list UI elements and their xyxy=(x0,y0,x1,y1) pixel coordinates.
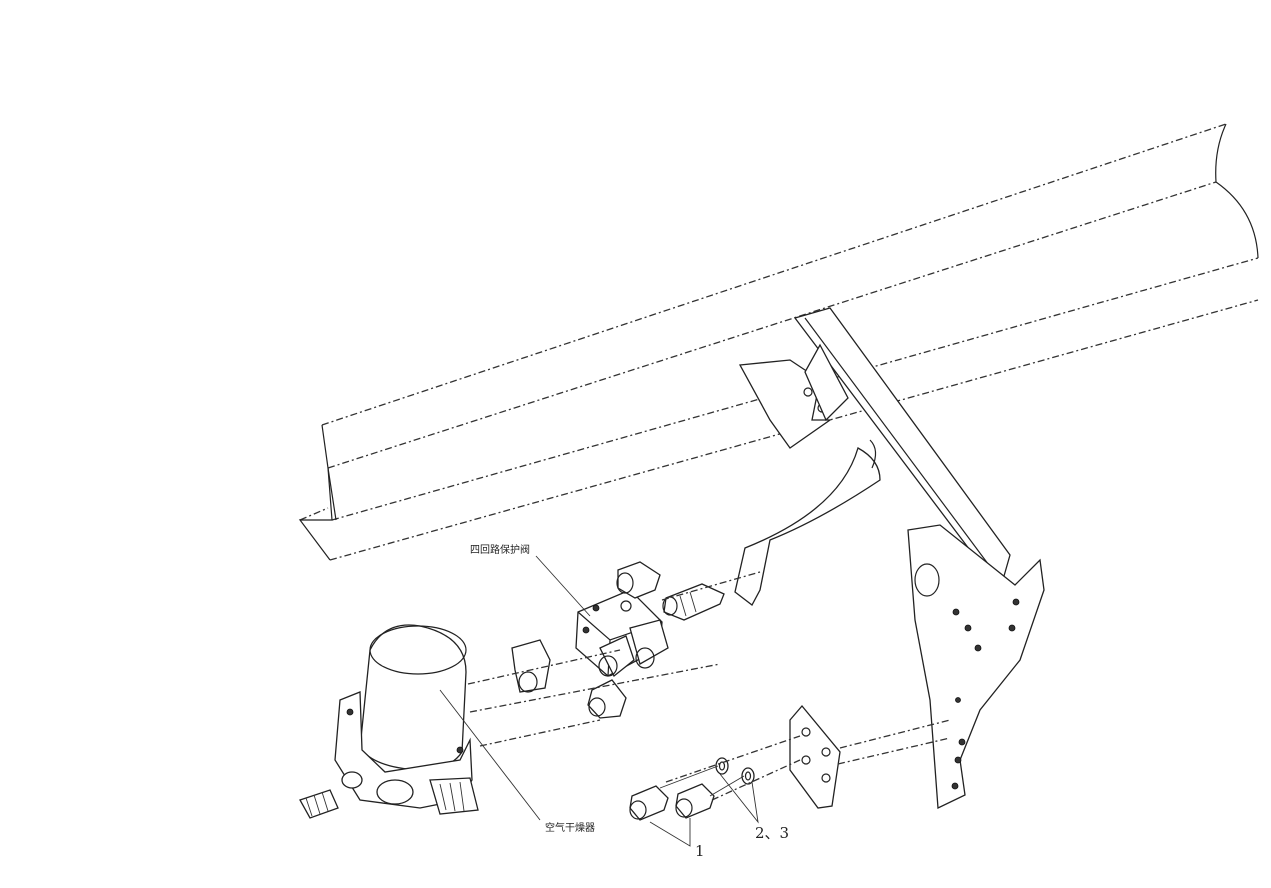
crossmember-bracket xyxy=(738,307,1011,592)
four-circuit-protection-valve xyxy=(511,561,725,719)
label-part-2-3: 2、3 xyxy=(755,824,789,842)
straight-connector xyxy=(662,583,725,621)
curved-hose xyxy=(734,439,881,606)
elbow-fittings xyxy=(511,561,669,719)
bracket-holes xyxy=(951,598,1020,790)
air-dryer xyxy=(299,624,479,819)
mounting-plate xyxy=(789,704,841,809)
assembly-guide-lines xyxy=(467,571,951,801)
label-protection-valve: 四回路保护阀 xyxy=(470,543,530,556)
label-part-1: 1 xyxy=(695,842,705,860)
part-1-fittings xyxy=(629,783,715,821)
leader-lines xyxy=(439,555,759,847)
label-air-dryer: 空气干燥器 xyxy=(545,821,595,834)
mounting-bracket xyxy=(907,524,1045,809)
frame-rail xyxy=(298,123,1259,561)
part-2-3-washers xyxy=(715,757,755,785)
